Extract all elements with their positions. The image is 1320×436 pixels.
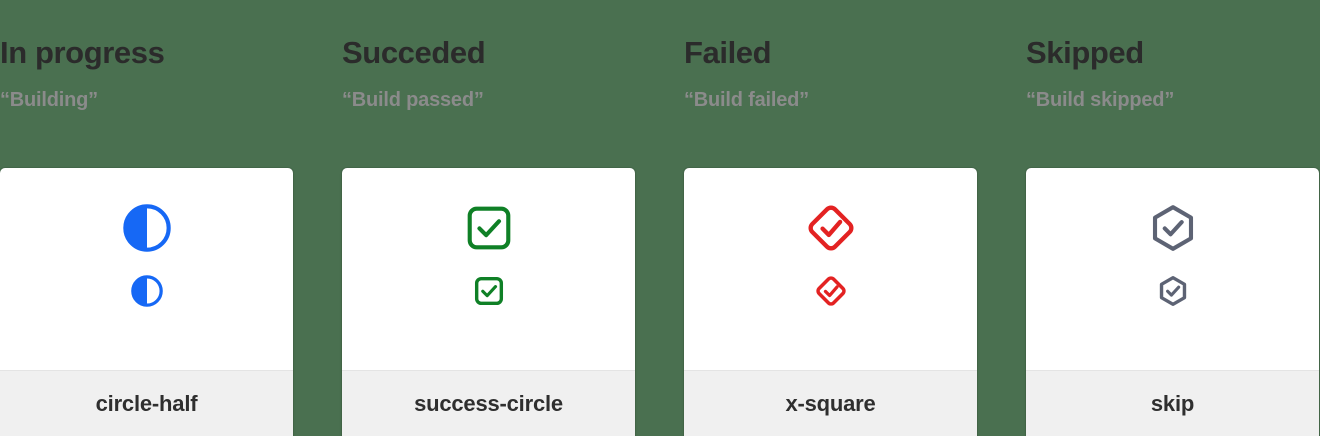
column-subheading: “Build failed” — [684, 89, 809, 111]
column-heading: Skipped — [1026, 35, 1144, 70]
status-column-failed: Failed “Build failed” — [684, 0, 977, 436]
icon-card-body — [684, 168, 977, 370]
skip-icon-small — [1156, 274, 1190, 308]
icon-name-label: x-square — [785, 390, 876, 416]
icon-card-footer: success-circle — [342, 370, 635, 436]
skip-icon — [1147, 202, 1199, 254]
icon-card-body — [0, 168, 293, 370]
column-subheading: “Building” — [0, 89, 98, 111]
success-circle-icon-small — [472, 274, 506, 308]
icon-card[interactable]: success-circle — [342, 168, 635, 436]
icon-card-footer: skip — [1026, 370, 1319, 436]
success-circle-icon — [463, 202, 515, 254]
column-heading: In progress — [0, 35, 165, 70]
icon-name-label: skip — [1150, 390, 1195, 416]
icon-card-body — [1026, 168, 1319, 370]
x-square-icon — [805, 202, 857, 254]
circle-half-icon-small — [130, 274, 164, 308]
icon-name-label: success-circle — [414, 390, 563, 416]
x-square-icon-small — [814, 274, 848, 308]
icon-card[interactable]: skip — [1026, 168, 1319, 436]
column-subheading: “Build passed” — [342, 89, 484, 111]
icon-card[interactable]: circle-half — [0, 168, 293, 436]
column-heading: Failed — [684, 35, 772, 70]
status-column-skipped: Skipped “Build skipped” sk — [1026, 0, 1319, 436]
column-heading: Succeded — [342, 35, 486, 70]
status-column-succeded: Succeded “Build passed” su — [342, 0, 635, 436]
column-subheading: “Build skipped” — [1026, 89, 1175, 111]
icon-card-footer: circle-half — [0, 370, 293, 436]
status-column-in-progress: In progress “Building” cir — [0, 0, 293, 436]
icon-card-body — [342, 168, 635, 370]
icon-card[interactable]: x-square — [684, 168, 977, 436]
icon-name-label: circle-half — [95, 390, 198, 416]
icon-card-footer: x-square — [684, 370, 977, 436]
circle-half-icon — [121, 202, 173, 254]
